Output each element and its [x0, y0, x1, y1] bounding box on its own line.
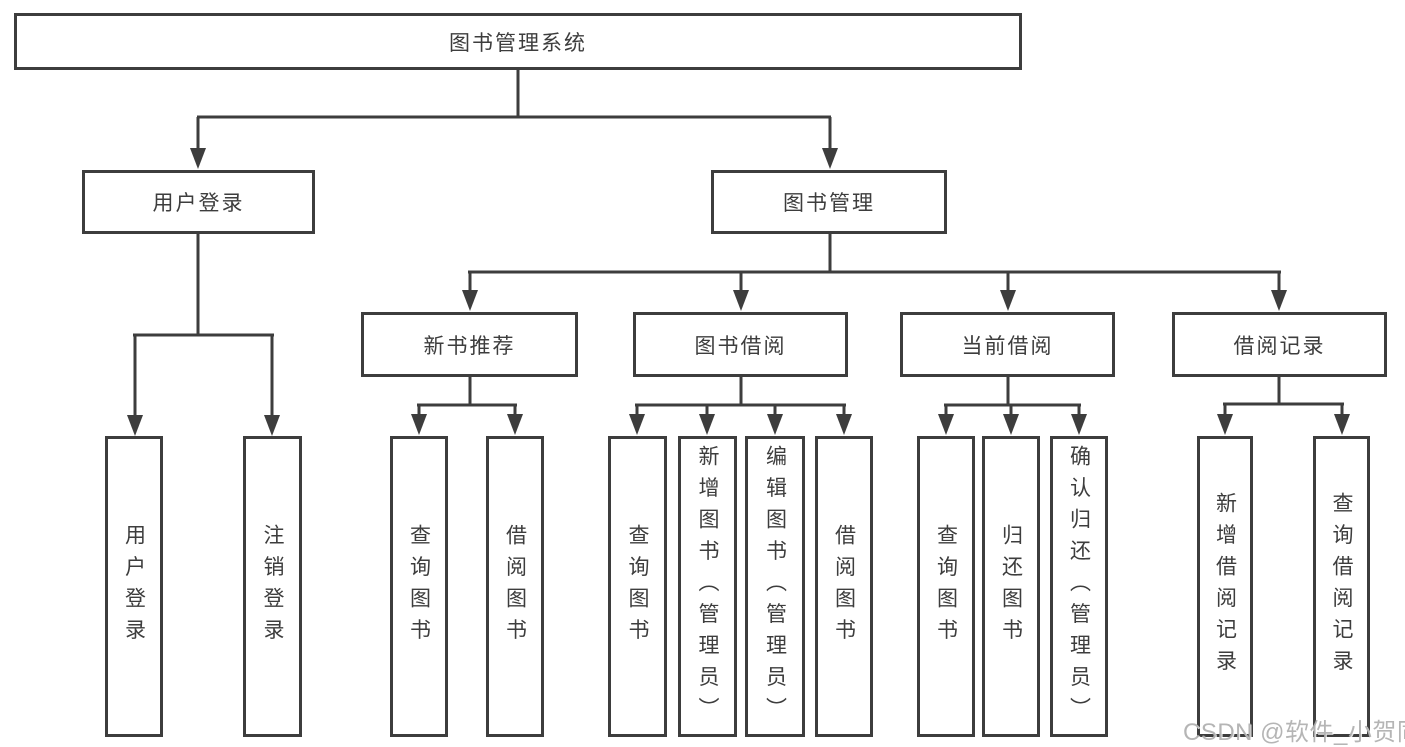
node-user-login: 用户登录: [82, 170, 315, 234]
node-label: 查询图书: [407, 523, 431, 650]
csdn-watermark: CSDN @软件_小贺同学: [1183, 719, 1405, 746]
node-book-borrow: 图书借阅: [633, 312, 848, 377]
leaf-query-borrow-record: 查询借阅记录: [1313, 436, 1370, 737]
node-label: 借阅图书: [503, 523, 527, 650]
leaf-add-book-admin: 新增图书（管理员）: [678, 436, 737, 737]
node-label: 新书推荐: [423, 334, 516, 358]
connector-current-borrow-branch: [944, 377, 1081, 420]
node-borrow-records: 借阅记录: [1172, 312, 1387, 377]
connector-book-borrow-branch: [635, 377, 846, 420]
node-label: 查询图书: [934, 523, 958, 650]
connector-user-login-branch: [133, 233, 274, 420]
leaf-logout: 注销登录: [243, 436, 302, 737]
node-label: 查询图书: [626, 523, 649, 650]
node-current-borrow: 当前借阅: [900, 312, 1115, 377]
leaf-return-books: 归还图书: [982, 436, 1040, 737]
node-label: 注销登录: [261, 523, 284, 650]
connector-book-management-to-level2: [468, 233, 1281, 295]
node-label: 查询借阅记录: [1330, 492, 1353, 681]
node-label: 新增图书（管理员）: [696, 444, 719, 729]
node-label: 新增借阅记录: [1213, 492, 1237, 681]
leaf-user-login: 用户登录: [105, 436, 163, 737]
node-label: 确认归还（管理员）: [1067, 444, 1091, 729]
node-label: 编辑图书（管理员）: [763, 444, 787, 729]
leaf-query-books-borrow: 查询图书: [608, 436, 667, 737]
leaf-borrow-books-recommend: 借阅图书: [486, 436, 544, 737]
node-label: 归还图书: [999, 523, 1023, 650]
leaf-add-borrow-record: 新增借阅记录: [1197, 436, 1253, 737]
leaf-borrow-books: 借阅图书: [815, 436, 873, 737]
node-label: 图书管理系统: [449, 31, 587, 55]
node-new-book-recommend: 新书推荐: [361, 312, 578, 377]
node-label: 借阅图书: [832, 523, 856, 650]
connector-new-book-branch: [417, 377, 517, 420]
node-book-management: 图书管理: [711, 170, 947, 234]
connector-borrow-record-branch: [1223, 377, 1344, 420]
leaf-confirm-return-admin: 确认归还（管理员）: [1050, 436, 1108, 737]
node-label: 用户登录: [152, 192, 245, 215]
leaf-query-books-recommend: 查询图书: [390, 436, 448, 737]
connector-root-to-level1: [196, 69, 832, 152]
node-label: 当前借阅: [961, 334, 1054, 358]
node-label: 用户登录: [122, 523, 146, 650]
node-library-management-system: 图书管理系统: [14, 13, 1022, 70]
leaf-query-books-current: 查询图书: [917, 436, 975, 737]
arrowheads: [127, 148, 1350, 436]
node-label: 图书借阅: [694, 334, 787, 358]
node-label: 图书管理: [783, 192, 875, 215]
leaf-edit-book-admin: 编辑图书（管理员）: [745, 436, 805, 737]
node-label: 借阅记录: [1233, 334, 1326, 358]
